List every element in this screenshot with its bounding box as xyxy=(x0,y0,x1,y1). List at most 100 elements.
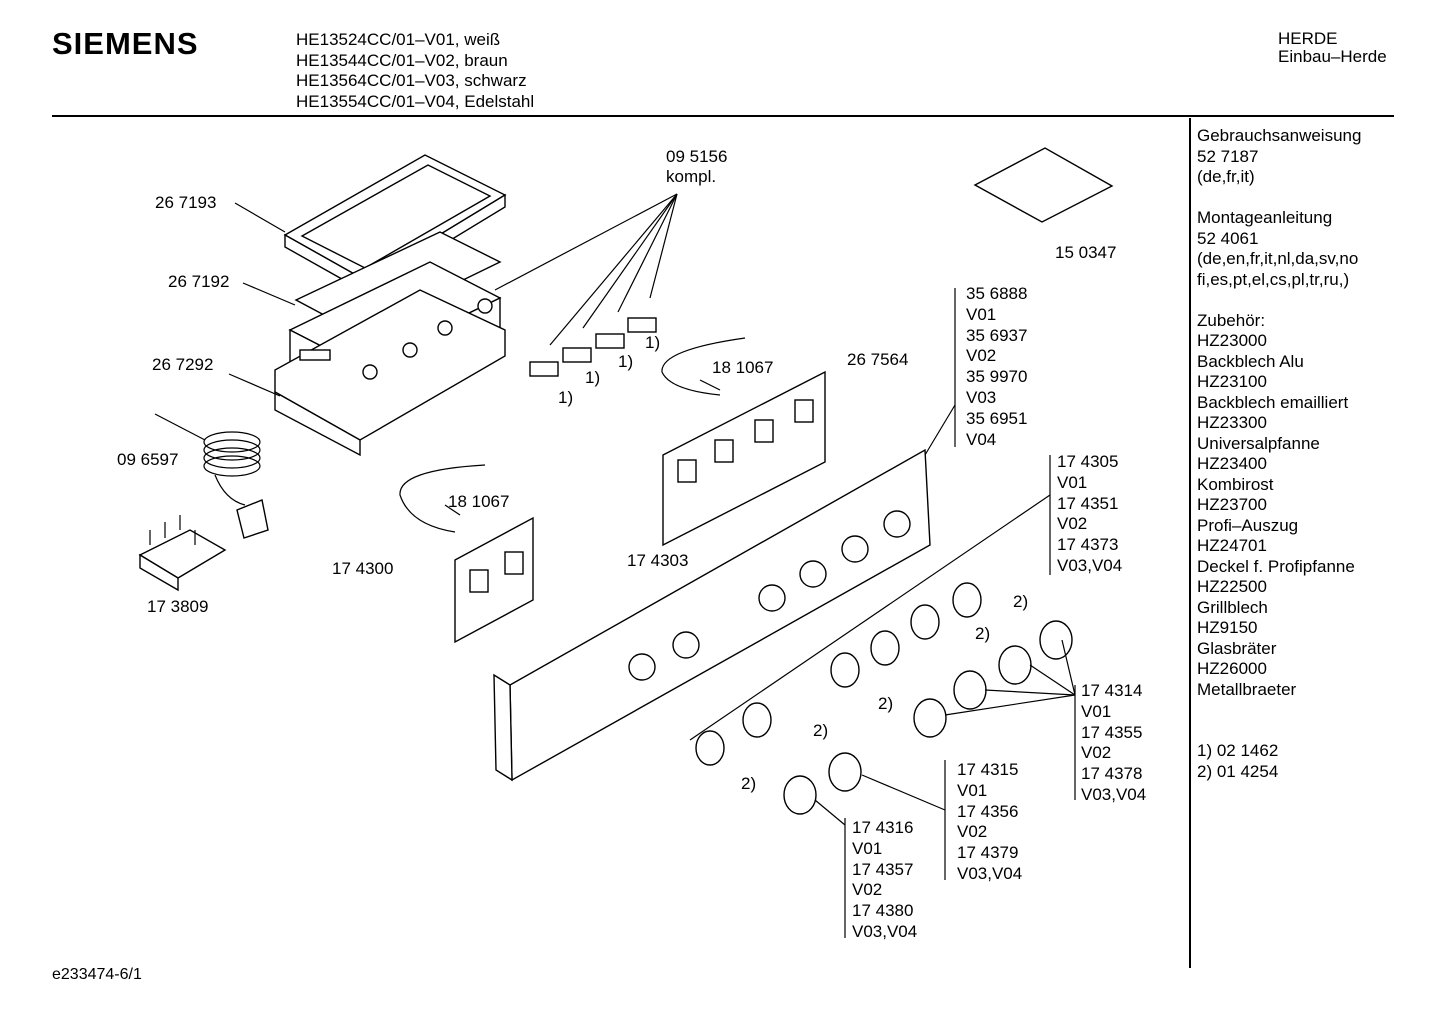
sidebar-line: Deckel f. Profipfanne xyxy=(1197,556,1355,576)
part-label: 26 7292 xyxy=(152,355,214,374)
variant-line: V02 xyxy=(1057,514,1088,534)
module-board-drawing xyxy=(662,370,826,547)
variant-line: V03,V04 xyxy=(1057,555,1123,575)
variant-line: V01 xyxy=(1081,701,1112,721)
category-title: HERDE xyxy=(1278,29,1338,48)
variant-line: 17 4357 xyxy=(852,859,914,879)
footnote-marker: 2) xyxy=(878,694,894,713)
footnote-marker: 1) xyxy=(645,333,661,352)
variant-line: 35 9970 xyxy=(966,367,1028,387)
part-label: 09 6597 xyxy=(117,450,179,469)
part-label: 17 4300 xyxy=(332,559,394,578)
variant-line: V01 xyxy=(1057,472,1088,492)
variant-line: V01 xyxy=(957,780,988,800)
footnote-marker: 1) xyxy=(618,352,634,371)
sidebar-line: Glasbräter xyxy=(1197,638,1277,658)
variant-group: 17 4315 V01 17 4356 V02 17 4379 V03,V04 xyxy=(957,760,1022,885)
control-panel-drawing xyxy=(493,448,931,782)
part-label: 26 7193 xyxy=(155,193,217,212)
part-label: 26 7192 xyxy=(168,272,230,291)
variant-line: V02 xyxy=(957,822,988,842)
variant-line: V03,V04 xyxy=(957,863,1023,883)
variant-line: V02 xyxy=(1081,743,1112,763)
sidebar-line: HZ22500 xyxy=(1197,577,1267,596)
document-id: e233474-6/1 xyxy=(52,966,142,983)
variant-line: V01 xyxy=(852,838,883,858)
part-note: kompl. xyxy=(666,167,717,186)
footnote-marker: 2) xyxy=(1013,592,1029,611)
sidebar-line: HZ23700 xyxy=(1197,495,1267,514)
knob-drawings xyxy=(783,620,1073,815)
variant-line: 17 4305 xyxy=(1057,452,1119,471)
sidebar-line: Profi–Auszug xyxy=(1197,515,1299,535)
sidebar-line: HZ23100 xyxy=(1197,372,1267,391)
sidebar-line: Gebrauchsanweisung xyxy=(1197,126,1362,145)
sidebar-spacer xyxy=(1197,721,1361,742)
exploded-diagram xyxy=(138,147,1114,938)
part-label: 17 3809 xyxy=(147,597,209,616)
variant-line: 35 6937 xyxy=(966,325,1028,345)
sidebar-line: 2) 01 4254 xyxy=(1197,761,1279,781)
housing-part-drawing xyxy=(274,231,506,457)
sidebar-line: Metallbraeter xyxy=(1197,679,1297,699)
sidebar-line: Backblech emailliert xyxy=(1197,392,1349,412)
variant-line: V03,V04 xyxy=(852,921,918,941)
sidebar-line: (de,en,fr,it,nl,da,sv,no xyxy=(1197,249,1359,268)
sidebar-line: (de,fr,it) xyxy=(1197,167,1255,186)
sidebar-line: Montageanleitung xyxy=(1197,208,1333,227)
sidebar-spacer xyxy=(1197,700,1361,721)
variant-group: 17 4314 V01 17 4355 V02 17 4378 V03,V04 xyxy=(1081,681,1146,806)
variant-line: V04 xyxy=(966,429,997,449)
sidebar-line: HZ23300 xyxy=(1197,413,1267,432)
sidebar-line: 52 7187 xyxy=(1197,146,1259,166)
sidebar-spacer xyxy=(1197,290,1361,311)
sidebar-line: fi,es,pt,el,cs,pl,tr,ru,) xyxy=(1197,269,1350,289)
part-label: 18 1067 xyxy=(448,492,510,511)
header-divider xyxy=(52,115,1394,117)
knob-ring-drawings xyxy=(695,582,982,766)
footnote-marker: 2) xyxy=(975,624,991,643)
switch-set-drawing xyxy=(494,193,678,377)
sidebar-line: HZ23000 xyxy=(1197,331,1267,350)
sidebar-line: Kombirost xyxy=(1197,474,1274,494)
variant-line: 17 4355 xyxy=(1081,722,1143,742)
variant-line: 17 4356 xyxy=(957,801,1019,821)
variant-line: 17 4316 xyxy=(852,818,914,837)
category-heading: HERDE Einbau–Herde xyxy=(1278,30,1387,66)
sidebar-spacer xyxy=(1197,188,1361,209)
variant-line: 35 6951 xyxy=(966,408,1028,428)
brand-logo: SIEMENS xyxy=(52,26,199,61)
sidebar-line: Backblech Alu xyxy=(1197,351,1304,371)
module-board-drawing xyxy=(454,516,534,644)
sidebar-line: Universalpfanne xyxy=(1197,433,1320,453)
variant-line: V02 xyxy=(852,880,883,900)
part-label: 26 7564 xyxy=(847,350,909,369)
variant-line: 17 4379 xyxy=(957,843,1019,863)
category-subtitle: Einbau–Herde xyxy=(1278,47,1387,66)
model-line: HE13524CC/01–V01, weiß xyxy=(296,30,501,49)
cable-drawing xyxy=(661,337,746,396)
footnote-marker: 2) xyxy=(813,721,829,740)
model-line: HE13544CC/01–V02, braun xyxy=(296,50,508,70)
part-label: 17 4303 xyxy=(627,551,689,570)
variant-line: 17 4373 xyxy=(1057,535,1119,555)
thermostat-part-drawing xyxy=(154,413,269,539)
variant-line: V02 xyxy=(966,346,997,366)
footnote-marker: 2) xyxy=(741,774,757,793)
variant-line: 17 4378 xyxy=(1081,764,1143,784)
sidebar-line: Zubehör: xyxy=(1197,310,1266,330)
sidebar-line: HZ26000 xyxy=(1197,659,1267,678)
sidebar-line: HZ9150 xyxy=(1197,618,1258,637)
model-line: HE13564CC/01–V03, schwarz xyxy=(296,71,527,90)
sidebar-line: HZ23400 xyxy=(1197,454,1267,473)
part-label: 15 0347 xyxy=(1055,243,1117,262)
variant-line: 17 4315 xyxy=(957,760,1019,779)
variant-line: 35 6888 xyxy=(966,284,1028,303)
variant-group: 17 4316 V01 17 4357 V02 17 4380 V03,V04 xyxy=(852,818,917,943)
cable-drawing xyxy=(399,464,486,533)
sidebar-line: HZ24701 xyxy=(1197,536,1267,555)
selector-switch-drawing xyxy=(138,515,227,592)
model-line: HE13554CC/01–V04, Edelstahl xyxy=(296,91,535,111)
leader-lines xyxy=(228,202,1076,938)
